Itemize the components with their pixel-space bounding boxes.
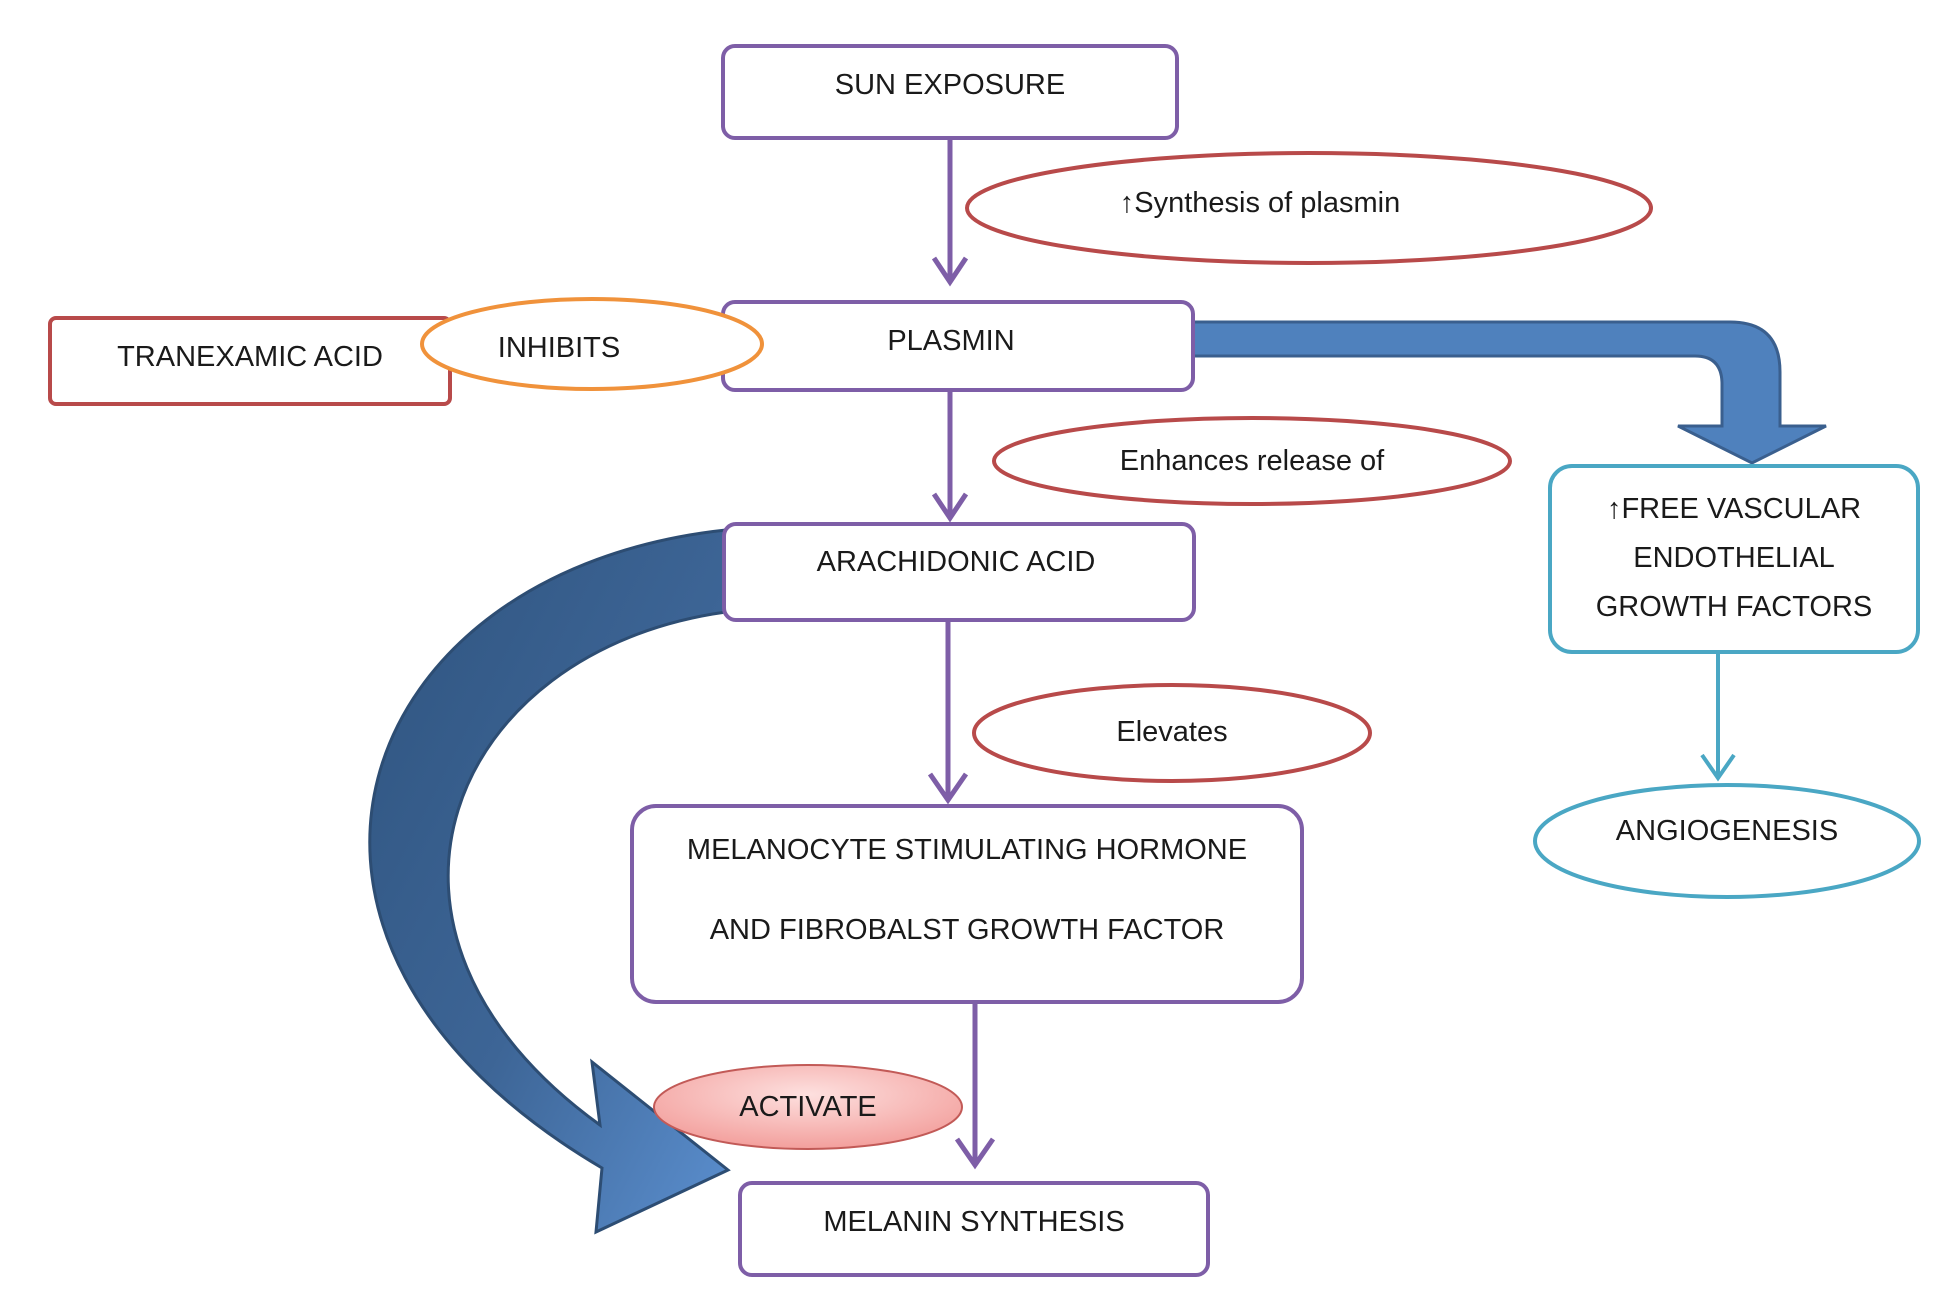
vegf-label-line2: ENDOTHELIAL	[1633, 542, 1835, 575]
elevates-label: Elevates	[1116, 716, 1228, 749]
msh-fgf-box	[630, 804, 1304, 1004]
arachidonic-acid-box	[722, 522, 1196, 622]
arachidonic-acid-label: ARACHIDONIC ACID	[816, 546, 1096, 579]
elevates-ellipse	[972, 683, 1372, 783]
enhances-release-ellipse	[992, 416, 1512, 506]
arrow-vegf-to-angiogenesis-head	[1700, 753, 1736, 782]
melanin-synthesis-box	[738, 1181, 1210, 1277]
synthesis-of-plasmin-label: ↑Synthesis of plasmin	[1119, 187, 1401, 220]
inhibits-label: INHIBITS	[497, 332, 621, 365]
vegf-label-line3: GROWTH FACTORS	[1595, 591, 1873, 624]
vegf-box	[1548, 464, 1920, 654]
melanin-synthesis-label: MELANIN SYNTHESIS	[823, 1206, 1125, 1239]
activate-ellipse	[653, 1064, 963, 1150]
arrow-msh-to-melanin-head	[954, 1137, 996, 1170]
plasmin-label: PLASMIN	[887, 325, 1015, 358]
angiogenesis-ellipse	[1533, 783, 1921, 899]
arrow-plasmin-to-arachidonic-head	[931, 492, 969, 523]
arrow-sun-to-plasmin-head	[931, 256, 969, 287]
msh-label-line2: AND FIBROBALST GROWTH FACTOR	[709, 914, 1225, 947]
inhibits-ellipse	[420, 297, 764, 391]
tranexamic-acid-label: TRANEXAMIC ACID	[117, 341, 383, 374]
sun-exposure-label: SUN EXPOSURE	[834, 69, 1066, 102]
msh-label-line1: MELANOCYTE STIMULATING HORMONE	[686, 834, 1248, 867]
sun-exposure-box	[721, 44, 1179, 140]
angiogenesis-label: ANGIOGENESIS	[1615, 815, 1839, 848]
vegf-label-line1: ↑FREE VASCULAR	[1606, 493, 1862, 526]
arrow-arachidonic-to-msh-head	[927, 772, 969, 805]
enhances-release-label: Enhances release of	[1119, 445, 1385, 478]
synthesis-of-plasmin-ellipse	[965, 151, 1653, 265]
plasmin-to-vegf-arrow	[1188, 320, 1827, 465]
curved-activation-arrow	[368, 528, 731, 1235]
activate-label: ACTIVATE	[739, 1091, 877, 1124]
